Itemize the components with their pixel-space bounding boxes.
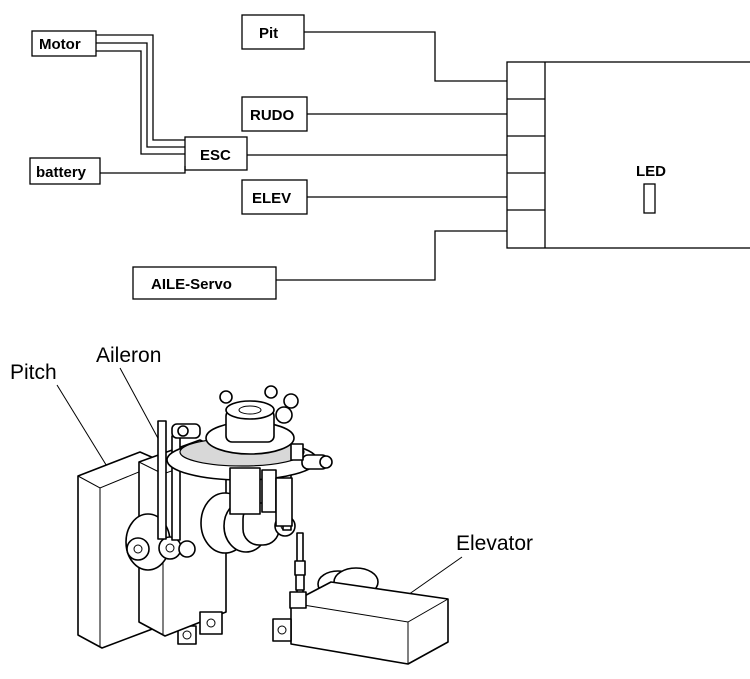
aileron-leader-line — [119, 367, 161, 443]
pit-label: Pit — [259, 25, 278, 42]
aile-servo-wire — [276, 230, 507, 281]
battery-wire — [100, 166, 186, 174]
elev-box: ELEV — [241, 179, 308, 215]
pit-wire — [304, 31, 507, 82]
pit-box: Pit — [241, 14, 305, 50]
receiver-unit — [506, 61, 750, 249]
aile-servo-label: AILE-Servo — [151, 276, 232, 293]
elev-label: ELEV — [252, 190, 291, 207]
aileron-label: Aileron — [96, 344, 161, 367]
elevator-leader-line — [404, 556, 463, 598]
pitch-label: Pitch — [10, 361, 57, 384]
motor-label: Motor — [39, 36, 81, 53]
rudo-box: RUDO — [241, 96, 308, 132]
elevator-servo — [272, 560, 449, 665]
swashplate-assembly — [166, 385, 333, 527]
elevator-label: Elevator — [456, 532, 533, 555]
esc-box: ESC — [184, 136, 248, 171]
esc-label: ESC — [200, 147, 231, 164]
motor-esc-wires — [96, 34, 185, 155]
pitch-leader-line — [56, 384, 109, 469]
battery-label: battery — [36, 164, 87, 181]
led-label: LED — [636, 163, 666, 180]
led-indicator — [643, 183, 656, 214]
rudo-label: RUDO — [250, 107, 294, 124]
motor-box: Motor — [31, 30, 97, 57]
battery-box: battery — [29, 157, 101, 185]
aile-servo-box: AILE-Servo — [132, 266, 277, 300]
